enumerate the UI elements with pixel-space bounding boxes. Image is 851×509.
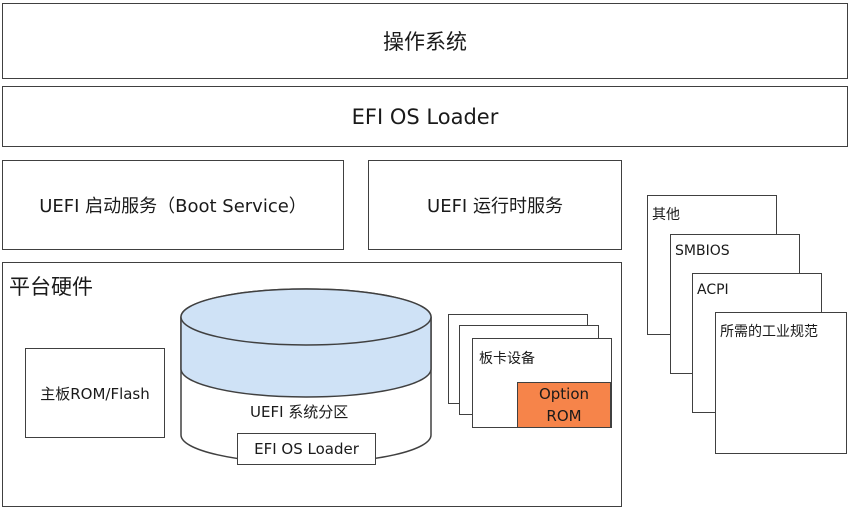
system-partition-label: UEFI 系统分区 <box>250 403 349 421</box>
os-layer: 操作系统 <box>2 3 848 79</box>
efi-os-loader-label: EFI OS Loader <box>351 104 499 129</box>
runtime-service-label: UEFI 运行时服务 <box>427 196 563 217</box>
efi-os-loader-layer: EFI OS Loader <box>2 86 848 147</box>
smbios-table-label: SMBIOS <box>675 243 730 259</box>
card-device-label: 板卡设备 <box>479 351 535 367</box>
board-rom-box: 主板ROM/Flash <box>25 348 165 438</box>
option-rom-box: Option ROM <box>517 382 611 428</box>
partition-efi-os-loader-box: EFI OS Loader <box>237 433 376 465</box>
boot-service-label: UEFI 启动服务（Boot Service） <box>39 196 307 217</box>
industry-spec-table-label: 所需的工业规范 <box>720 324 818 340</box>
platform-hardware-title: 平台硬件 <box>9 275 93 299</box>
partition-efi-os-loader-label: EFI OS Loader <box>254 440 359 458</box>
option-rom-line2: ROM <box>546 407 582 425</box>
boot-service-box: UEFI 启动服务（Boot Service） <box>2 160 344 250</box>
os-layer-label: 操作系统 <box>383 30 467 54</box>
system-partition-cylinder <box>180 288 432 464</box>
runtime-service-box: UEFI 运行时服务 <box>368 160 622 250</box>
option-rom-line1: Option <box>538 385 590 403</box>
board-rom-label: 主板ROM/Flash <box>40 384 150 403</box>
acpi-table-label: ACPI <box>697 282 729 298</box>
industry-spec-table: 所需的工业规范 <box>715 312 847 454</box>
other-table-label: 其他 <box>652 207 680 223</box>
